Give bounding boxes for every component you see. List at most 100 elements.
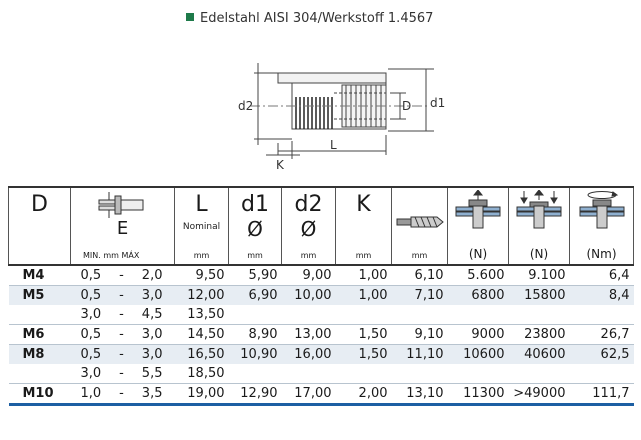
cell-d1: 6,90 <box>228 285 282 305</box>
cell-e-max: 5,5 <box>141 366 163 381</box>
cell-drill <box>392 364 448 384</box>
grip-range-icon <box>98 192 143 218</box>
cell-e-max: 3,0 <box>141 347 163 362</box>
cell-drill: 7,10 <box>391 285 448 305</box>
cell-d2: 9,00 <box>302 268 332 283</box>
cell-d1: 10,90 <box>228 344 282 364</box>
pull-out-force-icon <box>455 190 501 229</box>
title-marker-square <box>186 13 194 21</box>
cell-d: M10 <box>8 383 71 405</box>
cell-e-max: 3,0 <box>141 288 163 303</box>
cell-grip-range: 0,5-3,0 <box>70 324 175 345</box>
label-k: K <box>276 158 285 172</box>
cell-e-max: 3,0 <box>141 327 163 342</box>
cell-e-min: 3,0 <box>80 307 102 322</box>
cell-f2: >49000 <box>508 383 570 405</box>
cell-dash: - <box>119 347 124 362</box>
label-d1: d1 <box>430 96 445 110</box>
header-force1: (N) <box>447 186 509 266</box>
header-e: E MIN. mm MÁX <box>70 186 175 266</box>
cell-k <box>336 364 392 384</box>
cell-grip-range: 0,5-2,0 <box>71 265 175 286</box>
table-header-row: D E MIN. <box>8 186 634 266</box>
cell-dash: - <box>119 288 124 303</box>
cell-l: 12,00 <box>174 285 229 305</box>
label-l: L <box>330 138 337 152</box>
cell-drill <box>392 305 448 325</box>
cell-e-min: 0,5 <box>80 347 102 362</box>
cell-grip-range: 3,0 - 5,5 <box>71 364 175 384</box>
cell-l: 9,50 <box>195 268 225 283</box>
header-torque: (Nm) <box>569 186 634 266</box>
cell-dash: - <box>119 386 124 401</box>
header-d2-unit: mm <box>300 251 317 260</box>
header-k-label: K <box>356 192 371 217</box>
header-e-min: MIN. <box>83 251 101 260</box>
cell-grip-range: 0,5 - 3,0 <box>70 285 175 305</box>
cell-k: 2,00 <box>335 383 392 405</box>
cell-grip-range: 1,0-3,5 <box>70 383 175 405</box>
header-drill: mm <box>391 186 448 266</box>
header-d1: d1 Ø mm <box>228 186 282 266</box>
header-d1-sym: Ø <box>247 217 263 241</box>
cell-f2: 40600 <box>508 344 570 364</box>
header-force2: (N) <box>508 186 570 266</box>
page-title: Edelstahl AISI 304/Werkstoff 1.4567 <box>186 10 433 28</box>
cell-drill: 13,10 <box>391 383 448 405</box>
header-e-max: MÁX <box>121 251 140 260</box>
cell-t: 8,4 <box>569 285 634 305</box>
cell-d1: 8,90 <box>228 324 282 345</box>
cell-e-max: 2,0 <box>141 268 163 283</box>
specification-table: D E MIN. <box>8 186 634 406</box>
cell-d <box>9 305 71 325</box>
cell-f2: 15800 <box>508 285 570 305</box>
cell-f2 <box>509 364 570 384</box>
cell-l: 18,50 <box>187 366 225 381</box>
header-l-sub: Nominal <box>182 222 221 232</box>
header-d-label: D <box>31 192 48 217</box>
cell-d: M6 <box>8 324 71 345</box>
cell-d2: 10,00 <box>281 285 336 305</box>
cell-d: M8 <box>8 344 71 364</box>
cell-e-min: 0,5 <box>80 268 102 283</box>
header-e-mm: mm <box>103 251 119 260</box>
cell-k <box>336 305 392 325</box>
cell-t: 62,5 <box>569 344 634 364</box>
cell-dash: - <box>119 307 124 322</box>
cell-f1 <box>448 364 509 384</box>
cell-d: M5 <box>8 285 71 305</box>
cell-k: 1,00 <box>335 285 392 305</box>
header-drill-unit: mm <box>411 251 428 260</box>
header-torque-unit: (Nm) <box>586 247 617 261</box>
label-d2: d2 <box>238 99 253 113</box>
header-d1-unit: mm <box>247 251 263 260</box>
cell-e-max: 3,5 <box>141 386 163 401</box>
title-text: Edelstahl AISI 304/Werkstoff 1.4567 <box>200 11 434 26</box>
cell-t <box>570 364 634 384</box>
cell-d2 <box>282 364 336 384</box>
cell-t <box>570 305 634 325</box>
cell-k: 1,50 <box>335 344 392 364</box>
header-force2-unit: (N) <box>529 247 549 261</box>
cell-f1: 6800 <box>447 285 509 305</box>
cell-e-min: 0,5 <box>80 288 102 303</box>
cell-t: 111,7 <box>569 383 634 405</box>
table-row: 3,0 - 5,5 18,50 <box>9 364 634 384</box>
cell-f2: 23800 <box>508 324 570 345</box>
cell-e-min: 3,0 <box>80 366 102 381</box>
cell-d2 <box>282 305 336 325</box>
push-out-force-icon <box>516 190 562 229</box>
header-l: L Nominal mm <box>174 186 229 266</box>
drill-bit-icon <box>396 216 444 228</box>
cell-d1 <box>229 305 282 325</box>
cell-grip-range: 3,0-4,5 <box>71 305 175 325</box>
cell-f1: 10600 <box>447 344 509 364</box>
cell-f2: 9.100 <box>528 268 566 283</box>
cell-dash: - <box>119 366 124 381</box>
header-d: D <box>8 186 71 266</box>
cell-d1: 5,90 <box>248 268 278 283</box>
cell-d2: 17,00 <box>281 383 336 405</box>
